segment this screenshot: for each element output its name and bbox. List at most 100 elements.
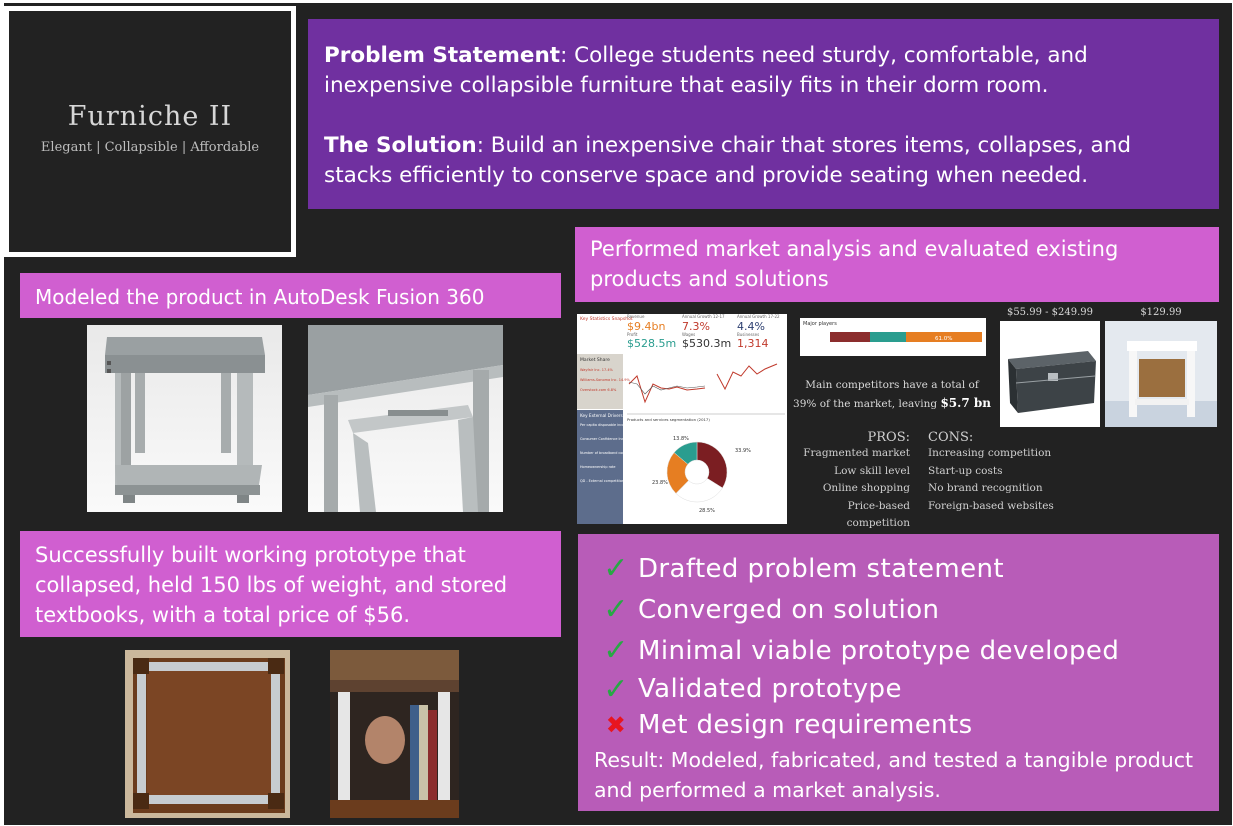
report-pie-title: Products and services segmentation (2017… xyxy=(627,417,710,422)
report-driver-5: QD - External competition xyxy=(580,479,624,483)
pie-label-3: 23.8% xyxy=(652,480,668,486)
pie-label-4: 13.8% xyxy=(673,436,689,442)
logo-inner: Furniche II Elegant | Collapsible | Affo… xyxy=(9,11,291,252)
pie-slice xyxy=(696,441,728,489)
market-report-drawing: Key Statistics Snapshot Revenue $9.4bn A… xyxy=(577,314,787,524)
con-item: Foreign-based websites xyxy=(928,499,1054,512)
pro-item: Fragmented market xyxy=(803,447,910,459)
pros-cons-table: PROS: CONS: Fragmented market Increasing… xyxy=(790,430,1080,533)
checkmark-icon: ✓ xyxy=(603,671,629,707)
checklist-item: ✓ Drafted problem statement xyxy=(594,548,1203,589)
market-report-thumbnail: Key Statistics Snapshot Revenue $9.4bn A… xyxy=(577,314,787,524)
pros-header: PROS: xyxy=(867,430,910,445)
con-item: No brand recognition xyxy=(928,482,1043,494)
report-pie-chart xyxy=(666,441,728,503)
checklist-label: Minimal viable prototype developed xyxy=(638,635,1120,666)
model-header: Modeled the product in AutoDesk Fusion 3… xyxy=(20,273,561,318)
cad-render-full xyxy=(87,325,282,512)
cad-render-underside xyxy=(308,325,503,512)
checklist-label: Converged on solution xyxy=(638,594,940,625)
competitors-text: Main competitors have a total of 39% of … xyxy=(792,376,992,413)
report-driver-2: Consumer Confidence Index xyxy=(580,437,628,441)
report-snapshot: Key Statistics Snapshot xyxy=(580,316,633,322)
report-share-row-3: Overstock.com 6.8% xyxy=(580,388,617,392)
checkmark-icon: ✓ xyxy=(603,551,629,586)
pie-label-2: 28.5% xyxy=(699,508,715,514)
checklist-item: ✓ Validated prototype xyxy=(594,671,1203,707)
report-profit-label: Profit xyxy=(627,332,638,337)
competitor-trunk-image xyxy=(1000,321,1100,427)
report-driver-1: Per capita disposable income xyxy=(580,423,630,427)
logo-tagline: Elegant | Collapsible | Affordable xyxy=(40,139,260,155)
major-players-drawing: Major players 61.0% xyxy=(803,321,982,342)
con-item: Increasing competition xyxy=(928,447,1052,459)
problem-label: Problem Statement xyxy=(324,43,561,68)
pro-item: Online shopping xyxy=(822,482,910,494)
problem-text: : College students need sturdy, comforta… xyxy=(324,43,1088,98)
report-profit: $528.5m xyxy=(627,337,676,350)
report-growth2-label: Annual Growth 17-22 xyxy=(737,314,780,319)
report-drivers-label: Key External Drivers xyxy=(580,413,623,418)
pros-cons-row: Price-based competition Foreign-based we… xyxy=(790,498,1080,533)
report-wages-label: Wages xyxy=(682,332,695,337)
trunk-drawing xyxy=(1000,321,1100,427)
competitors-sentence: Main competitors have a total of 39% of … xyxy=(793,379,979,410)
price-range-trunk: $55.99 - $249.99 xyxy=(1006,307,1094,318)
prototype-books-photo xyxy=(330,650,459,818)
competitors-amount: $5.7 bn xyxy=(940,396,991,410)
report-share-row-1: Wayfair Inc. 17.4% xyxy=(580,368,614,372)
cross-icon: ✖ xyxy=(605,711,627,739)
pie-slice xyxy=(673,441,698,465)
pros-cons-header: PROS: CONS: xyxy=(790,430,1080,445)
checkmark-icon: ✓ xyxy=(603,592,629,627)
report-growth2: 4.4% xyxy=(737,320,765,333)
cad-render-underside-drawing xyxy=(308,325,503,512)
report-driver-4: Homeownership rate xyxy=(580,465,615,469)
major-players-bar: Major players 61.0% xyxy=(800,318,986,356)
report-growth1: 7.3% xyxy=(682,320,710,333)
competitor-stool-image xyxy=(1105,321,1217,427)
report-revenue: $9.4bn xyxy=(627,320,665,333)
checkmark-icon: ✓ xyxy=(603,633,629,668)
report-revenue-label: Revenue xyxy=(627,314,645,319)
checklist-label: Drafted problem statement xyxy=(638,553,1005,584)
pro-item: Low skill level xyxy=(834,464,910,477)
pros-cons-row: Low skill level Start-up costs xyxy=(790,463,1080,481)
report-wages: $530.3m xyxy=(682,337,731,350)
report-businesses-label: Businesses xyxy=(737,332,759,337)
logo-title: Furniche II xyxy=(67,100,233,132)
checklist-item: ✖ Met design requirements xyxy=(594,707,1203,743)
problem-statement-box: Problem Statement: College students need… xyxy=(308,19,1219,209)
pie-label-1: 33.9% xyxy=(735,448,751,454)
pros-cons-row: Online shopping No brand recognition xyxy=(790,480,1080,498)
pro-item: Price-based competition xyxy=(846,499,910,530)
checklist-label: Met design requirements xyxy=(638,710,973,740)
cons-header: CONS: xyxy=(928,430,974,445)
report-growth1-label: Annual Growth 12-17 xyxy=(682,314,725,319)
con-item: Start-up costs xyxy=(928,464,1003,477)
problem-paragraph: Problem Statement: College students need… xyxy=(324,41,1203,101)
report-share-row-2: Williams-Sonoma Inc. 14.9% xyxy=(580,378,630,382)
price-range-stool: $129.99 xyxy=(1140,307,1182,318)
checklist-label: Validated prototype xyxy=(638,674,902,704)
report-driver-3: Number of broadband connections xyxy=(580,451,639,455)
report-businesses: 1,314 xyxy=(737,337,769,350)
report-market-share-label: Market Share xyxy=(580,357,610,363)
prototype-header: Successfully built working prototype tha… xyxy=(20,531,561,637)
solution-text: : Build an inexpensive chair that stores… xyxy=(324,133,1131,188)
checklist-item: ✓ Converged on solution xyxy=(594,589,1203,630)
result-text: Result: Modeled, fabricated, and tested … xyxy=(594,748,1194,802)
solution-label: The Solution xyxy=(324,133,477,158)
major-players-label: Major players xyxy=(803,321,837,327)
market-header: Performed market analysis and evaluated … xyxy=(575,227,1219,302)
solution-paragraph: The Solution: Build an inexpensive chair… xyxy=(324,131,1203,191)
logo-tile: Furniche II Elegant | Collapsible | Affo… xyxy=(4,6,296,257)
stool-drawing xyxy=(1105,321,1217,427)
progress-checklist: ✓ Drafted problem statement ✓ Converged … xyxy=(578,534,1219,811)
checklist-item: ✓ Minimal viable prototype developed xyxy=(594,630,1203,671)
pros-cons-row: Fragmented market Increasing competition xyxy=(790,445,1080,463)
major-players-pct: 61.0% xyxy=(935,336,952,342)
prototype-frame-photo xyxy=(125,650,290,818)
prototype-books-drawing xyxy=(330,650,459,818)
cad-render-full-drawing xyxy=(105,337,265,503)
